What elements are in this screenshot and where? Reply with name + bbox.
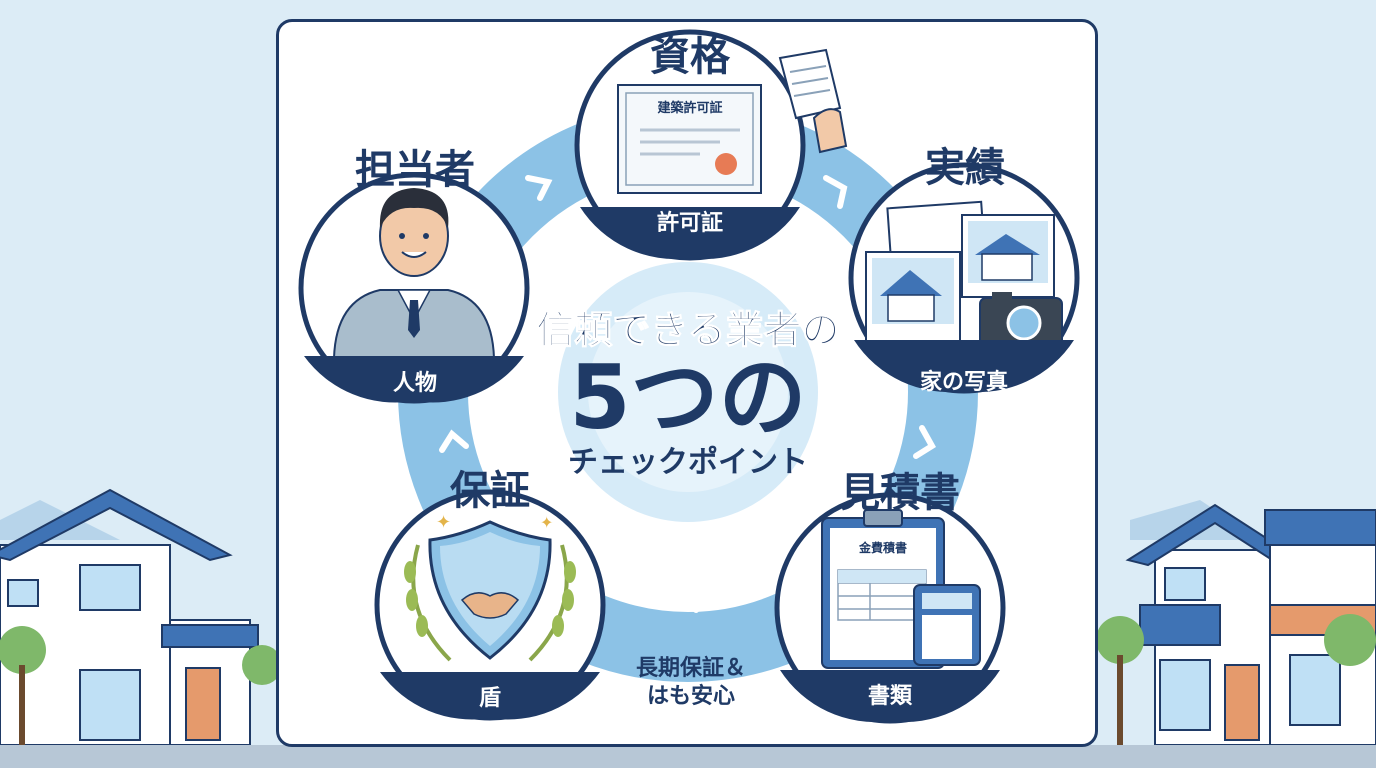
left-house-illustration	[0, 488, 282, 746]
node-mitsumori-label: 書類	[867, 684, 912, 709]
document-hand-icon	[778, 48, 848, 154]
arrow-icon	[439, 429, 469, 453]
certificate-title: 建築許可証	[657, 101, 723, 116]
node-hosho-heading: 保証	[450, 468, 530, 514]
node-shikaku-heading: 資格	[650, 34, 730, 80]
calculator-icon	[913, 584, 981, 666]
laurel-icon	[404, 544, 576, 662]
estimate-title: 金費積書	[858, 541, 907, 555]
arrow-icon	[525, 175, 553, 201]
node-hosho-circle: ✦ ✦	[374, 489, 606, 721]
arrow-icon	[823, 175, 848, 209]
arrow-icon	[913, 425, 937, 459]
svg-text:✦: ✦	[540, 513, 553, 532]
right-house-illustration	[1096, 500, 1376, 746]
center-title-line3: チェックポイント	[568, 445, 808, 480]
arrow-icon	[677, 583, 699, 613]
center-title-line1: 信頼できる業者の	[536, 308, 840, 353]
node-jisseki-label: 家の写真	[919, 370, 1008, 395]
node-shikaku-label: 許可証	[656, 211, 723, 236]
shield-icon	[428, 520, 552, 660]
camera-icon	[979, 292, 1063, 349]
person-icon	[333, 188, 495, 373]
node-tantosha-label: 人物	[392, 371, 437, 396]
guarantee-note-line1: 長期保証＆	[635, 656, 746, 681]
node-tantosha-circle	[298, 172, 530, 404]
seal-icon	[715, 153, 737, 175]
node-mitsumori-heading: 見積書	[840, 470, 960, 516]
node-jisseki-heading: 実績	[925, 145, 1005, 191]
guarantee-note-line2: はも安心	[646, 684, 735, 709]
handshake-icon	[460, 592, 520, 619]
node-shikaku-circle	[574, 29, 848, 261]
node-tantosha-heading: 担当者	[355, 147, 475, 193]
node-hosho-label: 盾	[478, 686, 501, 711]
svg-text:✦: ✦	[436, 512, 451, 533]
node-jisseki-circle	[848, 162, 1080, 394]
node-mitsumori-circle	[774, 492, 1006, 724]
center-title-line2: 5つの	[569, 346, 807, 449]
